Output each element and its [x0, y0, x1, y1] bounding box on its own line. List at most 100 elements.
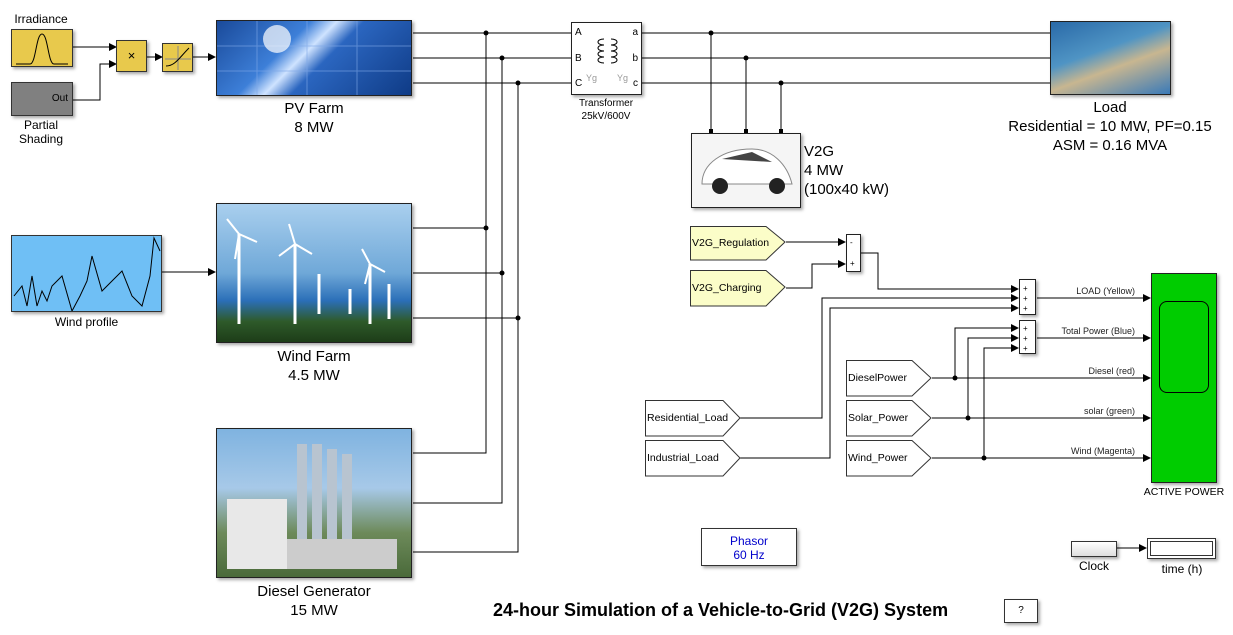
port-b: b	[632, 53, 638, 64]
sign: +	[850, 259, 855, 268]
signal-label-total: Total Power (Blue)	[1061, 326, 1135, 336]
label-line: Diesel Generator	[257, 583, 371, 600]
sign: +	[1023, 304, 1028, 313]
port-C: C	[575, 78, 583, 89]
wire	[413, 318, 519, 553]
tag-label: DieselPower	[848, 372, 907, 384]
electric-car-icon	[701, 148, 793, 194]
powergui-phasor-block[interactable]: Phasor 60 Hz	[701, 528, 797, 566]
wire	[983, 344, 1019, 458]
sign: +	[1023, 324, 1028, 333]
sign: +	[1023, 294, 1028, 303]
irradiance-label: Irradiance	[14, 12, 68, 26]
label-line: Phasor	[729, 534, 769, 548]
industrial-load-tag[interactable]: Industrial_Load	[645, 440, 745, 483]
wind-profile-plot-icon	[13, 236, 161, 313]
wind-farm-block[interactable]	[216, 203, 412, 343]
port-a: a	[632, 27, 638, 38]
wind-farm-label: Wind Farm 4.5 MW	[216, 347, 412, 385]
tag-label: Industrial_Load	[647, 452, 719, 464]
wind-profile-block[interactable]	[11, 235, 162, 313]
tag-label: Residential_Load	[647, 412, 729, 424]
wire	[73, 60, 117, 101]
port-c: c	[633, 78, 638, 89]
wind-power-tag[interactable]: Wind_Power	[846, 440, 936, 483]
active-power-scope[interactable]	[1151, 273, 1217, 483]
label-line: Shading	[18, 132, 64, 146]
label-line: 60 Hz	[733, 548, 765, 562]
sum-block-total[interactable]: + + +	[1019, 320, 1036, 354]
sign: +	[1023, 344, 1028, 353]
lookup-table-block[interactable]	[162, 43, 193, 72]
tag-label: V2G_Charging	[692, 282, 762, 294]
wire	[413, 58, 503, 274]
pv-farm-block[interactable]	[216, 20, 412, 96]
display-field	[1150, 541, 1213, 556]
out-port-label: Out	[51, 93, 68, 104]
pv-farm-label: PV Farm 8 MW	[216, 99, 412, 137]
signal-label-diesel: Diesel (red)	[1088, 366, 1135, 376]
signal-label-load: LOAD (Yellow)	[1076, 286, 1135, 296]
label-line: 4.5 MW	[288, 367, 340, 384]
port-A: A	[575, 27, 582, 38]
label-line: Transformer	[578, 98, 634, 109]
diagram-title: 24-hour Simulation of a Vehicle-to-Grid …	[493, 600, 949, 620]
v2g-charging-tag[interactable]: V2G_Charging	[690, 270, 790, 313]
partial-shading-block[interactable]: Out	[11, 82, 73, 116]
diesel-power-tag[interactable]: DieselPower	[846, 360, 936, 403]
label-line: 8 MW	[294, 119, 334, 136]
signal-label-solar: solar (green)	[1083, 406, 1135, 416]
wire	[740, 294, 1019, 419]
load-block[interactable]	[1050, 21, 1171, 95]
v2g-regulation-tag[interactable]: V2G_Regulation	[690, 226, 790, 267]
load-label: Load Residential = 10 MW, PF=0.15 ASM = …	[990, 98, 1230, 155]
label-line: Partial	[23, 118, 58, 132]
irradiance-block[interactable]	[11, 29, 73, 67]
label-line: Wind Farm	[277, 348, 351, 365]
port-B: B	[575, 53, 582, 64]
product-block[interactable]: ×	[116, 40, 147, 72]
label-line: 25kV/600V	[581, 111, 631, 122]
residential-load-tag[interactable]: Residential_Load	[645, 400, 745, 443]
sign: -	[850, 238, 853, 247]
curve-icon	[165, 46, 191, 70]
label-line: Load	[1093, 99, 1127, 116]
clock-label: Clock	[1078, 559, 1109, 573]
primary-winding-label: Yg	[586, 73, 598, 83]
wire	[967, 334, 1019, 418]
diesel-generator-label: Diesel Generator 15 MW	[216, 582, 412, 620]
wire	[740, 304, 1019, 459]
sign: +	[1023, 284, 1028, 293]
v2g-label: V2G 4 MW (100x40 kW)	[804, 142, 889, 199]
transformer-coil-icon	[597, 38, 618, 64]
label-line: (100x40 kW)	[804, 181, 890, 198]
signal-label-wind: Wind (Magenta)	[1070, 446, 1135, 456]
wind-profile-label: Wind profile	[54, 315, 119, 329]
transformer-block[interactable]: A B C a b c Yg Yg	[571, 22, 642, 95]
label-line: 4 MW	[804, 162, 844, 179]
solar-power-tag[interactable]: Solar_Power	[846, 400, 936, 443]
secondary-winding-label: Yg	[617, 73, 629, 83]
power-plant-icon	[227, 444, 397, 569]
sum-block-v2g[interactable]: - +	[846, 234, 861, 272]
v2g-block[interactable]	[691, 133, 801, 208]
wire	[413, 33, 487, 229]
help-button[interactable]: ?	[1004, 599, 1038, 623]
scope-label: ACTIVE POWER	[1143, 486, 1225, 498]
clock-block[interactable]	[1071, 541, 1117, 557]
time-display-block[interactable]	[1147, 538, 1216, 559]
wind-turbine-icon	[226, 218, 391, 324]
wire	[786, 260, 846, 289]
label-line: ASM = 0.16 MVA	[1052, 137, 1168, 154]
label-line: PV Farm	[284, 100, 344, 117]
label-line: 15 MW	[290, 602, 338, 619]
diesel-generator-block[interactable]	[216, 428, 412, 578]
wire	[861, 252, 1019, 293]
bell-curve-icon	[16, 33, 68, 65]
scope-screen-icon	[1159, 301, 1209, 393]
sum-block-load[interactable]: + + +	[1019, 279, 1036, 315]
transformer-label: Transformer 25kV/600V	[556, 97, 656, 123]
wire	[413, 228, 487, 454]
time-display-label: time (h)	[1161, 562, 1203, 576]
tag-label: Solar_Power	[848, 412, 909, 424]
